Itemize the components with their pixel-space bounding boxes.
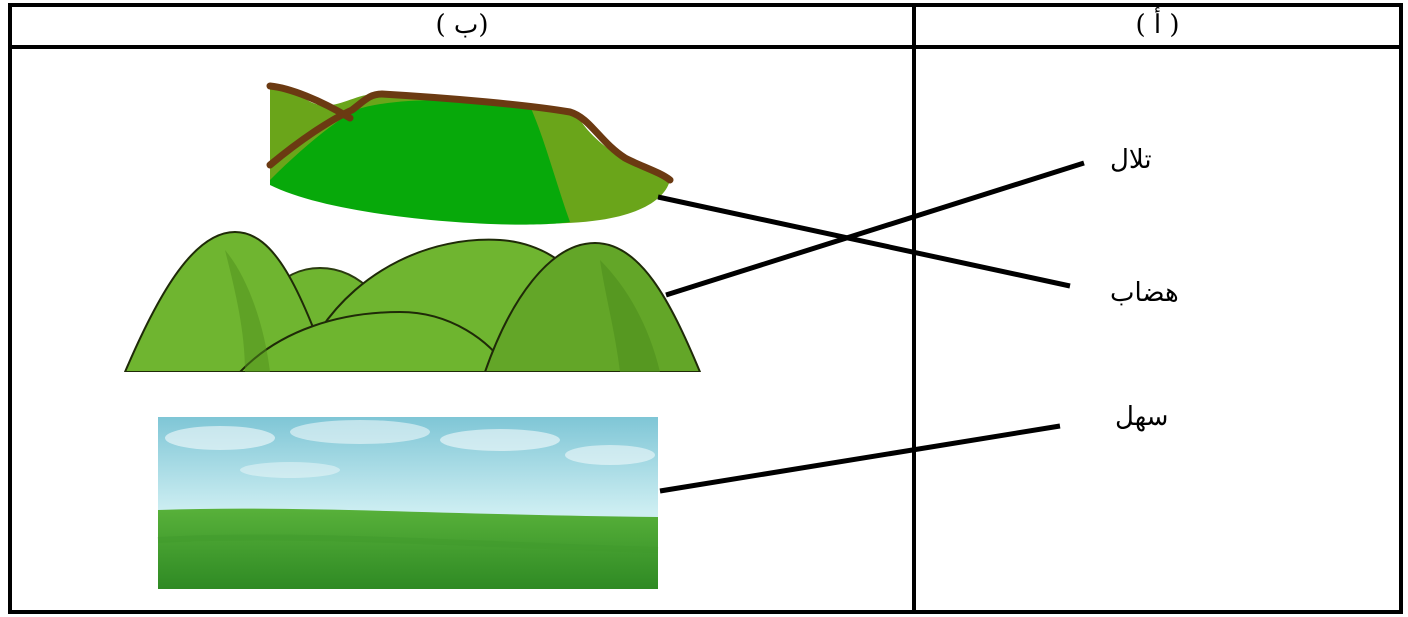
term-plateaus: هضاب — [1110, 278, 1179, 308]
column-header-b: ( ب) — [435, 10, 489, 40]
match-line-plain — [659, 423, 1061, 494]
term-hills: تلال — [1110, 145, 1152, 175]
match-line-plateau — [657, 194, 1071, 289]
column-header-a: ( أ ) — [1135, 10, 1180, 40]
term-plain: سهل — [1115, 402, 1169, 432]
hills-illustration — [123, 230, 702, 372]
plain-photo — [157, 417, 659, 589]
plateau-illustration — [266, 82, 674, 225]
match-line-hills — [665, 160, 1085, 298]
header-divider — [8, 45, 1403, 49]
matching-lines — [657, 160, 1085, 494]
table-border — [8, 3, 1403, 614]
column-divider — [912, 3, 916, 614]
